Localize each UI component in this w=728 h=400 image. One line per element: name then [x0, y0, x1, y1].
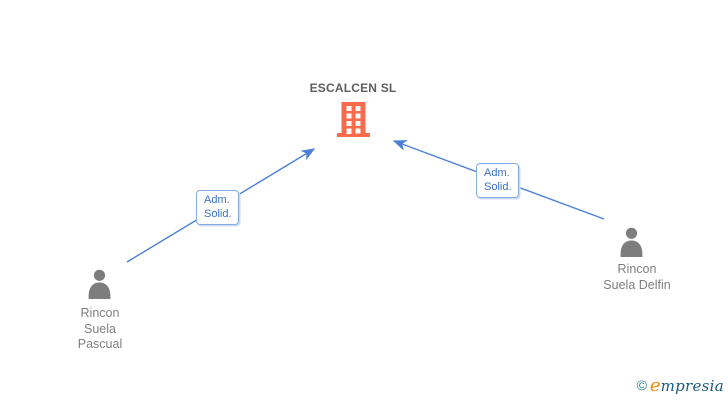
- logo-initial: e: [649, 375, 661, 396]
- person-name-rincon-suela-pascual: Rincon Suela Pascual: [48, 306, 152, 353]
- person-node-rincon-suela-delfin[interactable]: [617, 227, 646, 257]
- person-name-line: Suela Delfin: [603, 277, 671, 292]
- person-name-line: Rincon: [80, 306, 120, 320]
- logo-text: mpresia: [660, 377, 724, 395]
- person-name-line: Suela: [84, 321, 116, 336]
- relationship-label-delfin: Adm. Solid.: [476, 163, 519, 198]
- person-node-rincon-suela-pascual[interactable]: [85, 269, 114, 299]
- person-icon: [88, 269, 111, 299]
- edge-label-line: Adm.: [204, 194, 230, 206]
- relationship-label-pascual: Adm. Solid.: [196, 190, 239, 225]
- company-name: ESCALCEN SL: [309, 81, 397, 95]
- person-icon: [620, 227, 643, 257]
- person-name-rincon-suela-delfin: Rincon Suela Delfin: [573, 262, 701, 293]
- person-name-line: Pascual: [77, 337, 123, 351]
- empresia-logo[interactable]: ©empresia: [637, 375, 724, 396]
- edge-label-line: Solid.: [204, 208, 232, 220]
- copyright-icon: ©: [636, 377, 647, 393]
- company-node[interactable]: [337, 102, 370, 137]
- person-name-line: Rincon: [617, 262, 657, 276]
- edge-label-line: Solid.: [484, 181, 512, 193]
- edge-label-line: Adm.: [484, 167, 510, 179]
- building-icon: [337, 102, 370, 137]
